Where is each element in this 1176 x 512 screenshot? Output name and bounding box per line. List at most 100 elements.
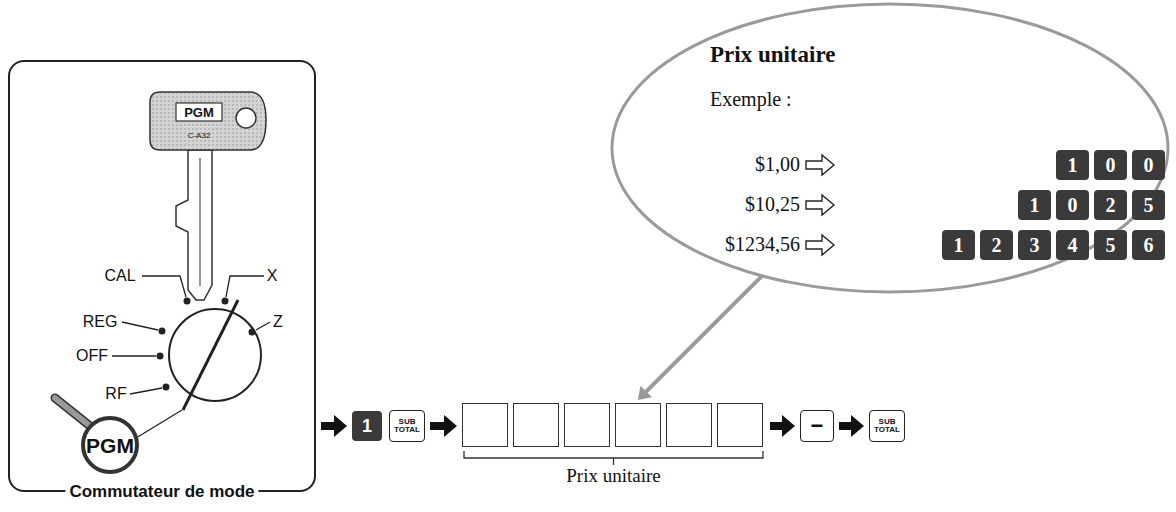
- bracket-label: Prix unitaire: [462, 465, 765, 487]
- dial-dots: [157, 298, 256, 391]
- leader-line: [112, 355, 156, 356]
- digit-key: 5: [1094, 230, 1127, 260]
- minus-key: −: [800, 410, 834, 442]
- leader-line: [226, 276, 264, 297]
- dial-dot: [159, 328, 166, 335]
- digit-key: 3: [1018, 230, 1051, 260]
- flow-arrow: [321, 415, 347, 437]
- leader-line: [142, 276, 186, 297]
- digit-key: 0: [1094, 150, 1127, 180]
- callout-heading: Prix unitaire: [710, 42, 835, 68]
- price-example: $1,00: [755, 153, 800, 176]
- key-legend: 2: [992, 234, 1002, 257]
- leader-line: [130, 388, 162, 394]
- key-legend: 1: [954, 234, 964, 257]
- mode-label: CAL: [104, 268, 135, 284]
- mode-switch-panel: Commutateur de mode: [8, 60, 316, 492]
- flow-arrow: [430, 415, 457, 437]
- mode-label: PGM: [86, 435, 134, 456]
- magnifier-handle: [55, 398, 90, 426]
- arrow-shaft: [645, 276, 762, 393]
- key-legend: 3: [1030, 234, 1040, 257]
- mode-label: RF: [105, 386, 126, 402]
- leader-line: [122, 322, 158, 330]
- mode-label: X: [267, 268, 278, 284]
- arrow-shaft: [770, 422, 784, 430]
- mode-dial: [169, 309, 261, 401]
- digit-box: [615, 403, 661, 447]
- hollow-arrow: [806, 235, 834, 255]
- key-legend: SUB TOTAL: [872, 418, 902, 433]
- mode-label: Z: [273, 314, 283, 330]
- arrow-shaft: [430, 422, 446, 430]
- leader-line: [136, 410, 182, 438]
- number-key: 1: [352, 411, 382, 441]
- key-tag: [176, 103, 222, 121]
- key-code: C-A32: [188, 132, 211, 140]
- price-example: $1234,56: [725, 233, 800, 256]
- subtotal-key: SUB TOTAL: [389, 410, 425, 442]
- callout-pointer: [638, 276, 762, 400]
- digit-key: 5: [1132, 190, 1165, 220]
- subtotal-key: SUB TOTAL: [869, 410, 905, 442]
- digit-box: [717, 403, 763, 447]
- key-legend: SUB TOTAL: [392, 418, 422, 433]
- dial-pointer: [183, 300, 238, 410]
- leader-line: [256, 322, 270, 330]
- digit-key: 1: [1056, 150, 1089, 180]
- hollow-arrow: [806, 195, 834, 215]
- digit-key: 2: [1094, 190, 1127, 220]
- mode-label: REG: [83, 314, 118, 330]
- key-tag-label: PGM: [184, 106, 214, 119]
- digit-key: 0: [1132, 150, 1165, 180]
- dial-dot: [163, 384, 170, 391]
- hollow-arrow: [806, 155, 834, 175]
- flow-arrow: [770, 415, 795, 437]
- bracket-line: [464, 451, 763, 465]
- digit-box: [462, 403, 508, 447]
- panel-title: Commutateur de mode: [65, 482, 258, 502]
- digit-box: [666, 403, 712, 447]
- magnifier-lens: [83, 418, 137, 472]
- dial-dot: [222, 298, 229, 305]
- key-legend: 0: [1144, 154, 1154, 177]
- arrow-head: [334, 415, 347, 437]
- dial-dot: [249, 329, 256, 336]
- key-legend: 1: [1068, 154, 1078, 177]
- key-legend: 0: [1068, 194, 1078, 217]
- digit-box: [564, 403, 610, 447]
- digit-box: [513, 403, 559, 447]
- key-legend: 2: [1106, 194, 1116, 217]
- magnifier: [55, 398, 137, 472]
- key-legend: 1: [1030, 194, 1040, 217]
- key-legend: 4: [1068, 234, 1078, 257]
- callout-bubble: Prix unitaireExemple : $1,00 $10,25 $1234,5…: [610, 2, 1170, 294]
- arrow-head: [444, 415, 457, 437]
- key-legend: 6: [1144, 234, 1154, 257]
- arrow-head: [851, 415, 864, 437]
- arrow-head: [638, 386, 652, 400]
- key-legend: −: [811, 415, 824, 437]
- dial-dot: [157, 353, 164, 360]
- arrow-head: [782, 415, 795, 437]
- dial-dot: [184, 298, 191, 305]
- mode-label: OFF: [76, 348, 108, 364]
- magnifier-handle: [55, 398, 90, 426]
- digit-key: 2: [980, 230, 1013, 260]
- key: [150, 92, 266, 300]
- callout-ellipse: [612, 4, 1168, 292]
- key-hole: [236, 108, 256, 128]
- digit-key: 0: [1056, 190, 1089, 220]
- key-legend: 1: [362, 417, 372, 435]
- price-entry: Prix unitaire: [462, 403, 765, 447]
- price-example: $10,25: [745, 193, 800, 216]
- flow-arrow: [839, 415, 864, 437]
- digit-key: 1: [1018, 190, 1051, 220]
- digit-key: 4: [1056, 230, 1089, 260]
- callout-subheading: Exemple :: [710, 88, 792, 111]
- key-legend: 5: [1144, 194, 1154, 217]
- key-groove: [199, 158, 200, 286]
- digit-key: 1: [942, 230, 975, 260]
